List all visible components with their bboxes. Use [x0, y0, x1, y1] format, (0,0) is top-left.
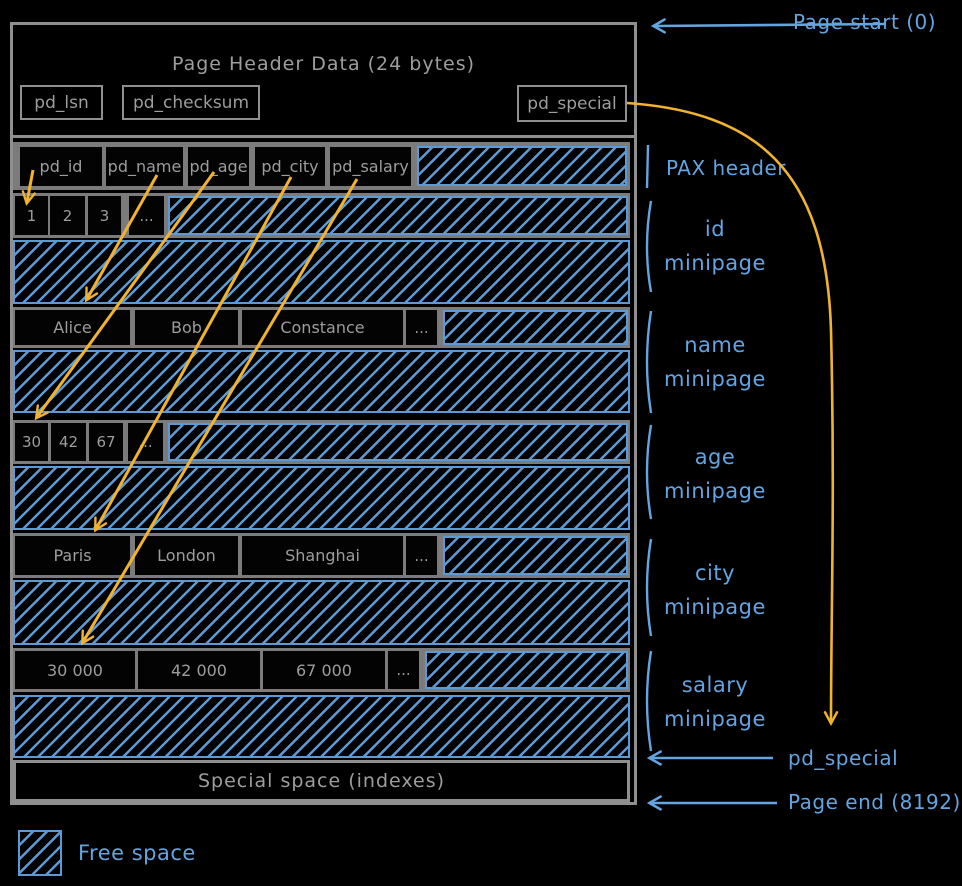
free-space-bar-2: [13, 350, 630, 413]
name-minipage-label-line2: minipage: [664, 367, 766, 391]
pax-cell-pd-name: pd_name: [106, 147, 183, 186]
salary-row-free-space-hatch: [425, 651, 628, 689]
pd-lsn-box: pd_lsn: [20, 85, 103, 120]
city-minipage-label-line1: city: [694, 561, 736, 585]
age-row-free-space-hatch: [168, 423, 628, 461]
database-page-box: Page Header Data (24 bytes) pd_lsn pd_ch…: [10, 22, 637, 805]
id-cell-2: 2: [50, 196, 85, 235]
age-cell-42: 42: [51, 423, 86, 461]
page-header-section: Page Header Data (24 bytes) pd_lsn pd_ch…: [13, 25, 634, 138]
free-space-legend-swatch: [18, 830, 62, 876]
pax-header-label: PAX header: [666, 156, 786, 180]
age-minipage-label-line2: minipage: [664, 479, 766, 503]
salary-cell-30000: 30 000: [15, 651, 135, 689]
salary-minipage-label-line2: minipage: [664, 707, 766, 731]
bracket-pax-header: [645, 144, 650, 189]
id-minipage-label: id minipage: [650, 212, 780, 280]
pax-header-free-space-hatch: [417, 146, 627, 186]
free-space-bar-5: [13, 695, 630, 758]
name-minipage-label: name minipage: [650, 328, 780, 396]
city-minipage-row: Paris London Shanghai ...: [13, 533, 630, 578]
name-cell-alice: Alice: [15, 310, 130, 345]
salary-cell-ellipsis: ...: [388, 651, 419, 689]
name-minipage-row: Alice Bob Constance ...: [13, 307, 630, 348]
age-cell-ellipsis: ...: [128, 423, 163, 461]
free-space-bar-1: [13, 240, 630, 304]
pd-checksum-label: pd_checksum: [132, 92, 250, 113]
salary-cell-42000: 42 000: [138, 651, 260, 689]
pax-cell-pd-id: pd_id: [20, 147, 102, 186]
page-end-label: Page end (8192): [788, 790, 961, 814]
age-minipage-label-line1: age: [694, 445, 736, 469]
city-cell-london: London: [135, 536, 238, 575]
id-minipage-label-line2: minipage: [664, 251, 766, 275]
salary-minipage-row: 30 000 42 000 67 000 ...: [13, 648, 630, 692]
pd-lsn-label: pd_lsn: [34, 92, 89, 113]
name-cell-constance: Constance: [242, 310, 403, 345]
pd-special-box: pd_special: [517, 85, 627, 122]
page-start-label: Page start (0): [793, 10, 937, 34]
age-minipage-label: age minipage: [650, 440, 780, 508]
age-cell-67: 67: [89, 423, 123, 461]
id-cell-ellipsis: ...: [129, 196, 164, 235]
id-row-free-space-hatch: [168, 196, 628, 235]
page-header-title: Page Header Data (24 bytes): [171, 53, 476, 75]
pd-special-label: pd_special: [527, 93, 617, 114]
name-cell-ellipsis: ...: [406, 310, 437, 345]
salary-cell-67000: 67 000: [263, 651, 385, 689]
id-cell-3: 3: [88, 196, 121, 235]
pax-cell-pd-age: pd_age: [188, 147, 249, 186]
salary-minipage-label-line1: salary: [681, 673, 749, 697]
id-cell-1: 1: [15, 196, 48, 235]
pax-cell-pd-city: pd_city: [255, 147, 325, 186]
free-space-bar-3: [13, 466, 630, 530]
city-minipage-label: city minipage: [650, 556, 780, 624]
age-minipage-row: 30 42 67 ...: [13, 420, 630, 464]
special-space-label: Special space (indexes): [197, 770, 446, 792]
city-cell-shanghai: Shanghai: [242, 536, 403, 575]
city-row-free-space-hatch: [443, 536, 628, 575]
age-cell-30: 30: [15, 423, 48, 461]
city-cell-paris: Paris: [15, 536, 130, 575]
id-minipage-label-line1: id: [704, 217, 726, 241]
pd-checksum-box: pd_checksum: [122, 85, 260, 120]
city-minipage-label-line2: minipage: [664, 595, 766, 619]
pd-special-pointer-label: pd_special: [788, 746, 899, 770]
name-cell-bob: Bob: [135, 310, 238, 345]
salary-minipage-label: salary minipage: [650, 668, 780, 736]
pax-cell-pd-salary: pd_salary: [330, 147, 411, 186]
special-space-row: Special space (indexes): [13, 760, 630, 802]
free-space-legend-label: Free space: [78, 841, 196, 865]
id-minipage-row: 1 2 3 ...: [13, 193, 630, 238]
free-space-bar-4: [13, 580, 630, 645]
name-minipage-label-line1: name: [684, 333, 746, 357]
name-row-free-space-hatch: [443, 310, 628, 345]
pax-header-row: pd_id pd_name pd_age pd_city pd_salary: [13, 142, 630, 190]
arrow-pd-special-to-special-space: [626, 101, 833, 722]
city-cell-ellipsis: ...: [406, 536, 437, 575]
